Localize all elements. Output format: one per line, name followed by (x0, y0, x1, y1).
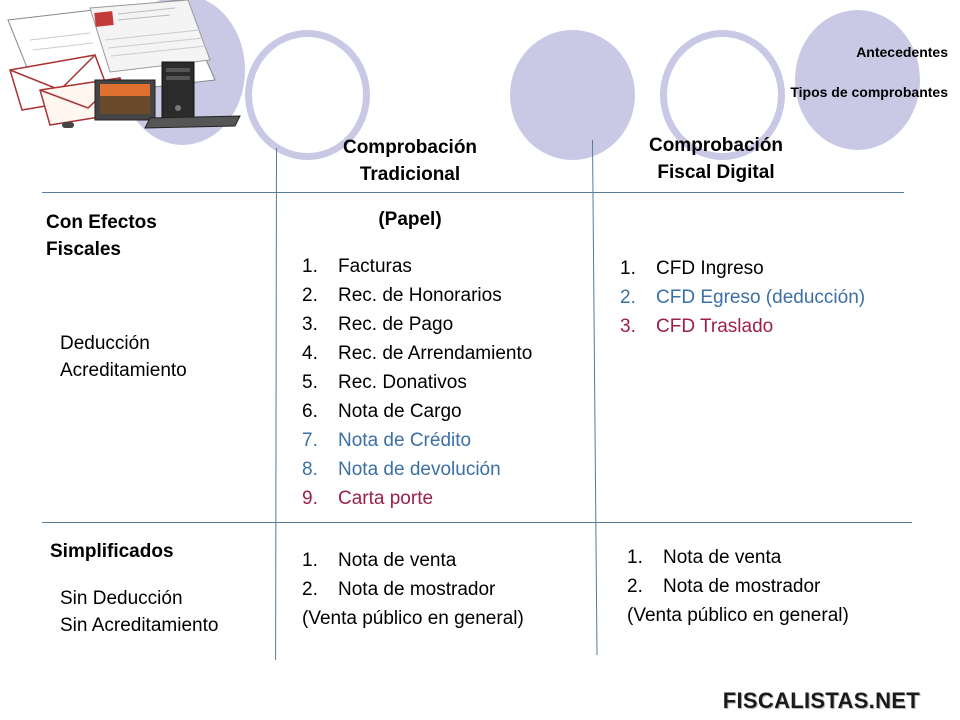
list-item-number: 4. (302, 343, 318, 364)
decor-circle-3 (510, 30, 635, 160)
row-header-fiscal-line2: Fiscales (46, 239, 121, 260)
list-item-text: CFD Ingreso (656, 258, 764, 279)
list-item: 3. Rec. de Pago (302, 310, 532, 339)
list-item-text: Rec. de Honorarios (338, 285, 502, 306)
list-item-text: Rec. de Arrendamiento (338, 343, 533, 364)
list-item: 2. CFD Egreso (deducción) (620, 283, 865, 312)
list-item-text: Rec. Donativos (338, 372, 467, 393)
list-item-text: Nota de mostrador (663, 576, 821, 597)
row-detail-fiscal-line2: Acreditamiento (60, 360, 187, 381)
list-fiscal-digital: 1. CFD Ingreso 2. CFD Egreso (deducción) 3. C… (620, 254, 865, 341)
list-item-number: 9. (302, 488, 318, 509)
list-item-text: Facturas (338, 256, 412, 277)
decor-circle-2 (245, 30, 370, 160)
office-illustration (7, 0, 241, 129)
list-item: 1. CFD Ingreso (620, 254, 865, 283)
list-item-number: 1. (627, 547, 643, 568)
list-item: 1. Facturas (302, 252, 532, 281)
list-item-text: Nota de venta (663, 547, 782, 568)
list-item-number: 2. (302, 579, 318, 600)
list-item-text: Nota de mostrador (338, 579, 496, 600)
list-item: 7. Nota de Crédito (302, 426, 532, 455)
list-item-text: CFD Egreso (deducción) (656, 287, 866, 308)
list-item-text: Nota de Crédito (338, 430, 472, 451)
keyboard-icon (62, 115, 241, 129)
column-header-digital-line1: Comprobación (648, 135, 784, 156)
nav-tipos-comprobantes[interactable]: Tipos de comprobantes (790, 84, 948, 100)
row-header-fiscal: Con Efectos Fiscales (46, 209, 157, 263)
row-detail-fiscal: Deducción Acreditamiento (60, 330, 187, 384)
list-item: 2. Nota de mostrador (627, 572, 849, 601)
list-item-text: CFD Traslado (656, 316, 774, 337)
note-simplified-traditional: (Venta público en general) (302, 608, 524, 629)
brand-logo[interactable]: FISCALISTAS.NET (722, 688, 920, 713)
decor-circle-5 (795, 10, 920, 150)
list-item: 4. Rec. de Arrendamiento (302, 339, 532, 368)
list-item-text: Nota de venta (338, 550, 457, 571)
list-item-number: 8. (302, 459, 318, 480)
list-item: 2. Nota de mostrador (302, 575, 524, 604)
column-header-digital-line2: Fiscal Digital (657, 162, 775, 183)
list-item: 1. Nota de venta (302, 546, 524, 575)
divider-col-1 (275, 148, 277, 661)
list-item-number: 3. (620, 316, 636, 337)
row-detail-fiscal-line1: Deducción (60, 333, 150, 354)
computer-tower-icon (161, 61, 195, 121)
list-item-text: Rec. de Pago (338, 314, 454, 335)
list-item-number: 2. (627, 576, 643, 597)
column-header-traditional-line1: Comprobación (342, 137, 478, 158)
list-item: 6. Nota de Cargo (302, 397, 532, 426)
row-header-fiscal-line1: Con Efectos (46, 212, 157, 233)
list-item: 5. Rec. Donativos (302, 368, 532, 397)
monitor-icon (94, 79, 156, 121)
list-item-number: 1. (302, 550, 318, 571)
note-simplified-digital: (Venta público en general) (627, 605, 849, 626)
row-header-simplified: Simplificados (50, 541, 174, 562)
list-item-text: Nota de devolución (338, 459, 501, 480)
list-item-number: 2. (302, 285, 318, 306)
column-header-traditional-sub: (Papel) (378, 209, 442, 230)
column-header-digital: Comprobación Fiscal Digital (596, 132, 836, 186)
list-item-number: 7. (302, 430, 318, 451)
divider-middle (42, 522, 912, 523)
list-item-number: 5. (302, 372, 318, 393)
list-item-number: 1. (620, 258, 636, 279)
column-header-traditional-line2: Tradicional (359, 164, 461, 185)
row-detail-simplified-line1: Sin Deducción (60, 588, 183, 609)
list-item-number: 1. (302, 256, 318, 277)
row-detail-simplified-line2: Sin Acreditamiento (60, 615, 219, 636)
list-item-text: Carta porte (338, 488, 434, 509)
list-item-text: Nota de Cargo (338, 401, 462, 422)
list-item-number: 3. (302, 314, 318, 335)
list-simplified-traditional: 1. Nota de venta 2. Nota de mostrador (302, 546, 524, 604)
list-item: 3. CFD Traslado (620, 312, 865, 341)
list-item: 9. Carta porte (302, 484, 532, 513)
decor-circle-4 (660, 30, 785, 160)
list-simplified-digital: 1. Nota de venta 2. Nota de mostrador (627, 543, 849, 601)
row-detail-simplified: Sin Deducción Sin Acreditamiento (60, 585, 218, 639)
list-fiscal-traditional: 1. Facturas 2. Rec. de Honorarios 3. Rec. de … (302, 252, 532, 513)
column-header-traditional: Comprobación Tradicional (290, 134, 530, 188)
divider-top (42, 192, 904, 193)
nav-antecedentes[interactable]: Antecedentes (856, 44, 948, 60)
list-item: 1. Nota de venta (627, 543, 849, 572)
list-item: 2. Rec. de Honorarios (302, 281, 532, 310)
list-item: 8. Nota de devolución (302, 455, 532, 484)
divider-col-2 (592, 139, 598, 655)
list-item-number: 2. (620, 287, 636, 308)
simplified-traditional-block: 1. Nota de venta 2. Nota de mostrador (Vent… (302, 546, 524, 633)
list-item-number: 6. (302, 401, 318, 422)
simplified-digital-block: 1. Nota de venta 2. Nota de mostrador (Vent… (627, 543, 849, 630)
